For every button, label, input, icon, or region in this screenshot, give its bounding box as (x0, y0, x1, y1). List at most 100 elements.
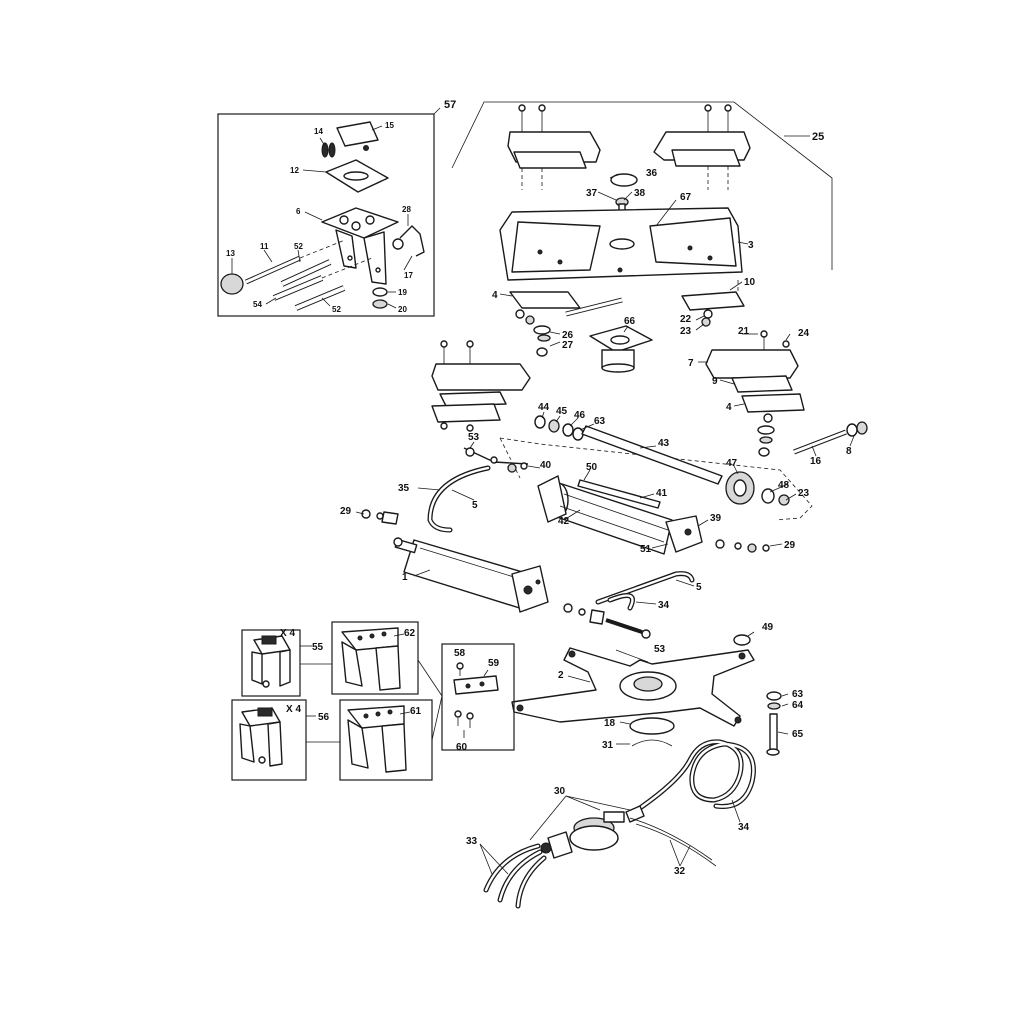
knob-13 (220, 273, 244, 295)
label-x4-lower: X 4 (286, 704, 301, 715)
hoses-and-pump: 30 34 33 32 (466, 739, 756, 909)
label-14: 14 (314, 127, 323, 136)
label-28: 28 (402, 205, 411, 214)
label-66: 66 (624, 316, 636, 327)
label-25: 25 (812, 131, 824, 143)
label-63-upper: 63 (594, 416, 606, 427)
label-1: 1 (402, 572, 408, 583)
spring-14 (321, 142, 329, 158)
label-x4-upper: X 4 (280, 628, 295, 639)
label-67: 67 (680, 192, 692, 203)
label-45: 45 (556, 406, 568, 417)
label-12: 12 (290, 166, 299, 175)
label-31: 31 (602, 740, 614, 751)
label-37: 37 (586, 188, 598, 199)
label-54: 54 (253, 300, 262, 309)
label-16: 16 (810, 456, 822, 467)
label-13: 13 (226, 249, 235, 258)
label-39: 39 (710, 513, 722, 524)
label-57: 57 (444, 99, 456, 111)
label-5-lower: 5 (696, 582, 702, 593)
label-36: 36 (646, 168, 658, 179)
label-65: 65 (792, 729, 804, 740)
label-5-upper: 5 (472, 500, 478, 511)
label-23-upper: 23 (680, 326, 692, 337)
rod-43 (581, 425, 723, 485)
label-22: 22 (680, 314, 692, 325)
label-17: 17 (404, 271, 413, 280)
side-brackets: 21 24 7 9 4 16 8 (431, 326, 868, 467)
label-64: 64 (792, 700, 804, 711)
label-21: 21 (738, 326, 750, 337)
label-19: 19 (398, 288, 407, 297)
base-assembly: 49 53 2 63 64 65 18 31 (511, 622, 804, 756)
side-rail-left (431, 363, 531, 391)
label-34-upper: 34 (658, 600, 670, 611)
label-11: 11 (260, 242, 269, 251)
label-40: 40 (540, 460, 552, 471)
label-3: 3 (748, 240, 754, 251)
label-56: 56 (318, 712, 330, 723)
label-4-upper: 4 (492, 290, 498, 301)
label-42: 42 (558, 516, 570, 527)
bracket-10 (681, 291, 745, 311)
label-6: 6 (296, 207, 301, 216)
label-10: 10 (744, 277, 756, 288)
label-29-right: 29 (784, 540, 796, 551)
inset-frame (217, 113, 435, 317)
label-50: 50 (586, 462, 598, 473)
label-43: 43 (658, 438, 670, 449)
label-53-upper: 53 (468, 432, 480, 443)
label-46: 46 (574, 410, 586, 421)
label-27: 27 (562, 340, 574, 351)
hydraulic-section: 44 45 46 63 43 53 40 50 47 35 5 41 48 23… (340, 402, 813, 555)
ring-18 (629, 717, 675, 735)
inset-detail-57: 57 14 15 12 6 28 13 11 52 17 19 20 54 52 (217, 99, 456, 317)
label-48: 48 (778, 480, 790, 491)
label-59: 59 (488, 658, 500, 669)
bracket-kits: X 4 55 62 X 4 56 61 (231, 621, 515, 781)
label-58: 58 (454, 648, 466, 659)
label-38: 38 (634, 188, 646, 199)
side-rail-right (705, 349, 799, 379)
label-49: 49 (762, 622, 774, 633)
rod-41 (577, 479, 661, 509)
label-18: 18 (604, 718, 616, 729)
fitting-28 (399, 225, 425, 257)
label-55: 55 (312, 642, 324, 653)
seat-plate-assembly-25: 25 36 37 38 67 3 4 10 26 27 66 22 23 (451, 101, 833, 373)
label-53-lower: 53 (654, 644, 666, 655)
label-23-lower: 23 (798, 488, 810, 499)
label-8: 8 (846, 446, 852, 457)
label-30: 30 (554, 786, 566, 797)
bracket-6 (321, 207, 399, 239)
label-7: 7 (688, 358, 694, 369)
label-52-upper: 52 (294, 242, 303, 251)
cap-36 (610, 173, 638, 187)
label-9: 9 (712, 376, 718, 387)
label-61: 61 (410, 706, 422, 717)
label-51: 51 (640, 544, 652, 555)
kit-box-58-60 (441, 643, 515, 751)
label-34-lower: 34 (738, 822, 750, 833)
label-26: 26 (562, 330, 574, 341)
label-41: 41 (656, 488, 668, 499)
small-plate-15 (336, 121, 379, 147)
label-2: 2 (558, 670, 564, 681)
label-33: 33 (466, 836, 478, 847)
label-60: 60 (456, 742, 468, 753)
label-20: 20 (398, 305, 407, 314)
kit-box-62 (331, 621, 419, 695)
main-cylinder-1: 1 5 34 (393, 537, 702, 639)
label-29-left: 29 (340, 506, 352, 517)
kit-box-55 (241, 629, 301, 697)
label-32: 32 (674, 866, 686, 877)
label-4-lower: 4 (726, 402, 732, 413)
label-52-lower: 52 (332, 305, 341, 314)
label-47: 47 (726, 458, 738, 469)
kit-box-56 (231, 699, 307, 781)
label-24: 24 (798, 328, 810, 339)
label-44: 44 (538, 402, 550, 413)
label-63-lower: 63 (792, 689, 804, 700)
